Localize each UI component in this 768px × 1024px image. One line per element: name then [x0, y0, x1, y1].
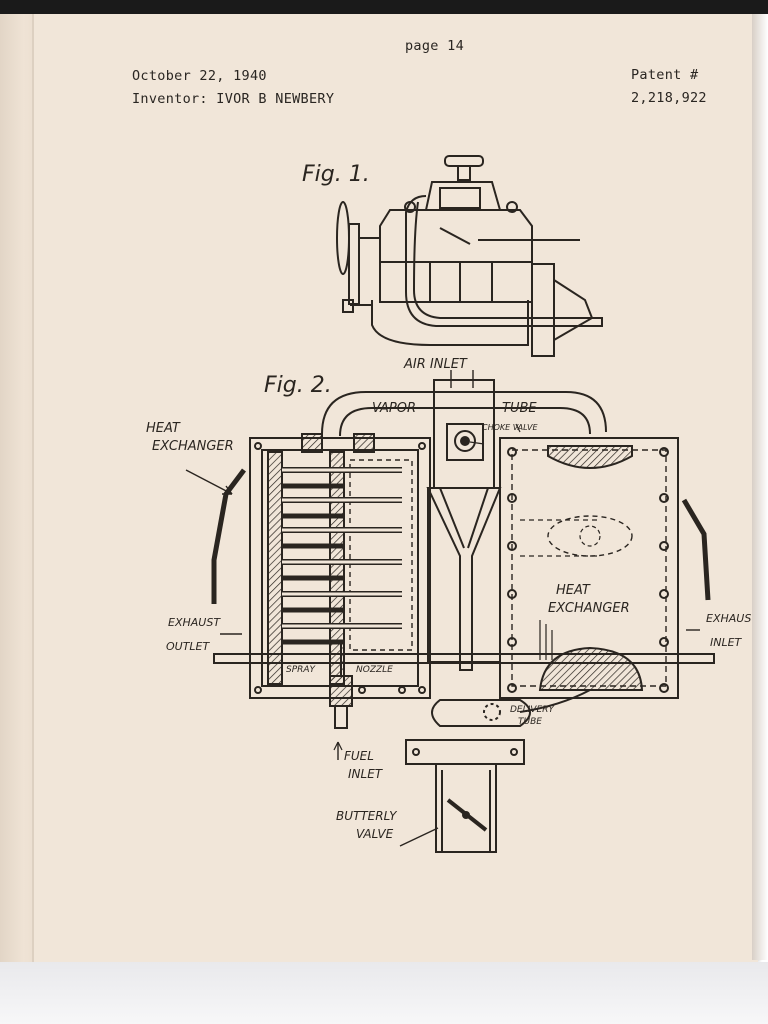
patent-number: 2,218,922 [631, 90, 707, 106]
left-heat-exchanger-label-1: HEAT [146, 421, 181, 436]
page-number: page 14 [405, 38, 464, 54]
choke-valve-label: CHOKE VALVE [482, 423, 538, 432]
inventor-line: Inventor: IVOR B NEWBERY [132, 91, 335, 107]
air-inlet-label: AIR INLET [403, 357, 468, 372]
delivery-tube-label-1: DELIVERY [510, 705, 555, 715]
left-coils [267, 451, 402, 685]
right-heat-exchanger-label-1: HEAT [556, 583, 591, 598]
nozzle-label: NOZZLE [356, 665, 393, 675]
exhaust-inlet-label-1: EXHAUS [706, 612, 751, 625]
exhaust-outlet-label-2: OUTLET [166, 640, 211, 653]
fig1-engine [336, 155, 603, 357]
scan-edge [0, 0, 768, 14]
left-bolts [254, 442, 426, 694]
patent-label: Patent # [631, 67, 699, 83]
fuel-inlet-label-2: INLET [348, 767, 384, 781]
delivery-tube-label-2: TUBE [518, 717, 542, 727]
left-heat-exchanger-label-2: EXCHANGER [152, 439, 234, 454]
patent-date: October 22, 1940 [132, 68, 267, 84]
vapor-label: VAPOR [372, 401, 416, 416]
exhaust-inlet-label-2: INLET [710, 636, 743, 649]
spray-label: SPRAY [286, 665, 317, 675]
fig1-label: Fig. 1. [302, 162, 370, 187]
butterfly-valve-label-1: BUTTERLY [336, 809, 398, 823]
scan-background [0, 962, 768, 1024]
page-shadow [752, 10, 768, 960]
fuel-inlet-label-1: FUEL [344, 749, 374, 763]
fig2-vaporizer [185, 370, 715, 853]
butterfly-valve-label-2: VALVE [356, 827, 394, 841]
right-bolts [507, 447, 669, 693]
fig2-label: Fig. 2. [264, 373, 332, 398]
exhaust-outlet-label-1: EXHAUST [168, 616, 221, 629]
patent-page [34, 4, 758, 962]
tube-label: TUBE [502, 401, 537, 416]
right-heat-exchanger-label-2: EXCHANGER [548, 601, 630, 616]
